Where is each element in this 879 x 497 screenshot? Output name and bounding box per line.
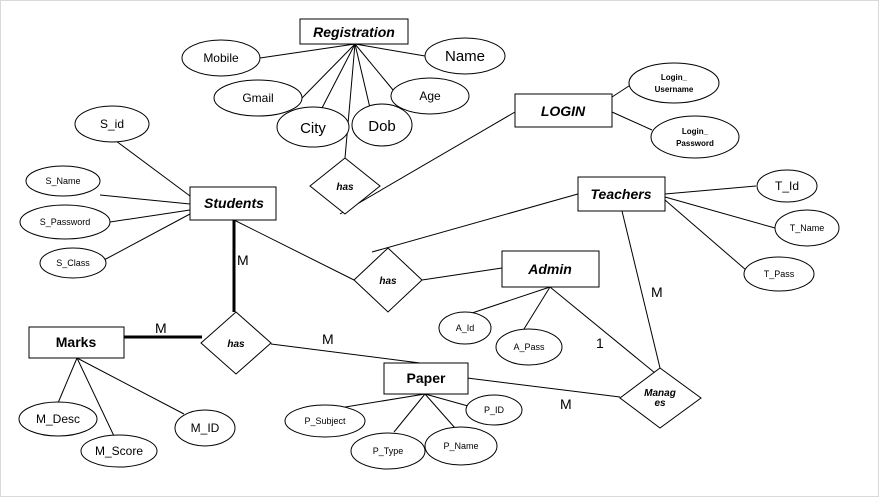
- relationship-manages-label-1: Manag: [644, 388, 676, 399]
- attr-t-id: T_Id: [775, 179, 799, 193]
- attr-a-id-ellipse: [438, 311, 492, 345]
- attr-login-password-line1: Login_: [682, 127, 709, 136]
- attributes: [18, 37, 840, 470]
- entity-admin: Admin: [501, 250, 600, 288]
- attr-p-name-ellipse: [424, 426, 498, 466]
- attr-dob: Dob: [368, 118, 396, 135]
- cardinality-students-marks: M: [237, 252, 249, 268]
- attr-gmail: Gmail: [242, 91, 273, 105]
- entity-registration: Registration: [299, 18, 409, 45]
- attr-m-desc: M_Desc: [36, 412, 80, 426]
- attr-age-ellipse: [390, 77, 470, 115]
- relationship-has-login: has: [309, 157, 381, 215]
- relationship-manages: Manag es: [619, 367, 702, 429]
- cardinality-has-paper: M: [322, 331, 334, 347]
- attr-s-class-ellipse: [39, 247, 107, 279]
- attr-m-score: M_Score: [95, 444, 143, 458]
- entity-paper-label: Paper: [407, 370, 446, 386]
- attr-city-ellipse: [276, 106, 350, 148]
- entity-marks-label: Marks: [56, 334, 97, 350]
- attr-mobile: Mobile: [203, 51, 239, 65]
- attr-s-class: S_Class: [56, 258, 90, 268]
- attr-m-id-ellipse: [174, 409, 236, 447]
- cardinality-marks-has: M: [155, 320, 167, 336]
- attr-a-id: A_Id: [456, 323, 475, 333]
- entity-teachers-label: Teachers: [591, 186, 652, 202]
- cardinality-paper-manages: M: [560, 396, 572, 412]
- attr-p-id-ellipse: [465, 394, 523, 426]
- attr-t-id-ellipse: [756, 169, 818, 203]
- total-participation-lines: [124, 220, 236, 339]
- attr-p-type-ellipse: [350, 432, 426, 470]
- attr-name: Name: [445, 48, 485, 65]
- attr-p-subject: P_Subject: [304, 416, 346, 426]
- attr-p-type: P_Type: [373, 446, 404, 456]
- attr-p-name: P_Name: [443, 441, 478, 451]
- cardinality-admin-manages: 1: [596, 335, 604, 351]
- attr-m-desc-ellipse: [18, 401, 98, 437]
- attr-dob-ellipse: [351, 103, 413, 147]
- attr-gmail-ellipse: [213, 79, 303, 117]
- attr-t-pass-ellipse: [743, 256, 815, 292]
- attr-s-id-ellipse: [74, 105, 150, 143]
- entity-paper: Paper: [383, 362, 469, 395]
- attr-login-password-line2: Password: [676, 139, 714, 148]
- attr-s-password-ellipse: [19, 204, 111, 240]
- attr-a-pass-ellipse: [495, 328, 563, 366]
- cardinality-teachers-manages: M: [651, 284, 663, 300]
- entity-students-label: Students: [204, 195, 264, 211]
- entity-admin-label: Admin: [527, 261, 572, 277]
- entity-login: LOGIN: [514, 93, 613, 128]
- relationship-has-marks-label: has: [227, 339, 245, 350]
- attr-s-password: S_Password: [40, 217, 91, 227]
- attr-city: City: [300, 120, 326, 137]
- entity-marks: Marks: [28, 326, 125, 359]
- attr-login-username-ellipse: [628, 62, 720, 104]
- attr-login-username-line1: Login_: [661, 73, 688, 82]
- attr-p-id: P_ID: [484, 405, 505, 415]
- entity-students: Students: [189, 186, 277, 221]
- attr-login-password-ellipse: [650, 115, 740, 159]
- entity-teachers: Teachers: [577, 176, 666, 212]
- attr-m-score-ellipse: [80, 434, 158, 468]
- entity-registration-label: Registration: [313, 24, 395, 40]
- attr-name-ellipse: [424, 37, 506, 75]
- attr-s-id: S_id: [100, 117, 124, 131]
- attr-age: Age: [419, 89, 441, 103]
- relationship-has-marks: has: [200, 311, 272, 375]
- entity-login-label: LOGIN: [541, 103, 586, 119]
- attr-t-name-ellipse: [774, 209, 840, 247]
- attr-s-name-ellipse: [25, 165, 101, 197]
- relationship-manages-label-2: es: [654, 398, 666, 409]
- attr-a-pass: A_Pass: [513, 342, 545, 352]
- relationship-has-users: has: [353, 247, 423, 313]
- attr-s-name: S_Name: [45, 176, 80, 186]
- attr-mobile-ellipse: [181, 39, 261, 77]
- attr-p-subject-ellipse: [284, 404, 366, 438]
- attr-m-id: M_ID: [191, 421, 220, 435]
- attr-t-pass: T_Pass: [764, 269, 795, 279]
- relationship-has-users-label: has: [379, 276, 397, 287]
- attr-t-name: T_Name: [790, 223, 825, 233]
- relationship-has-login-label: has: [336, 182, 354, 193]
- attr-login-username-line2: Username: [655, 85, 694, 94]
- connectors: [57, 43, 776, 437]
